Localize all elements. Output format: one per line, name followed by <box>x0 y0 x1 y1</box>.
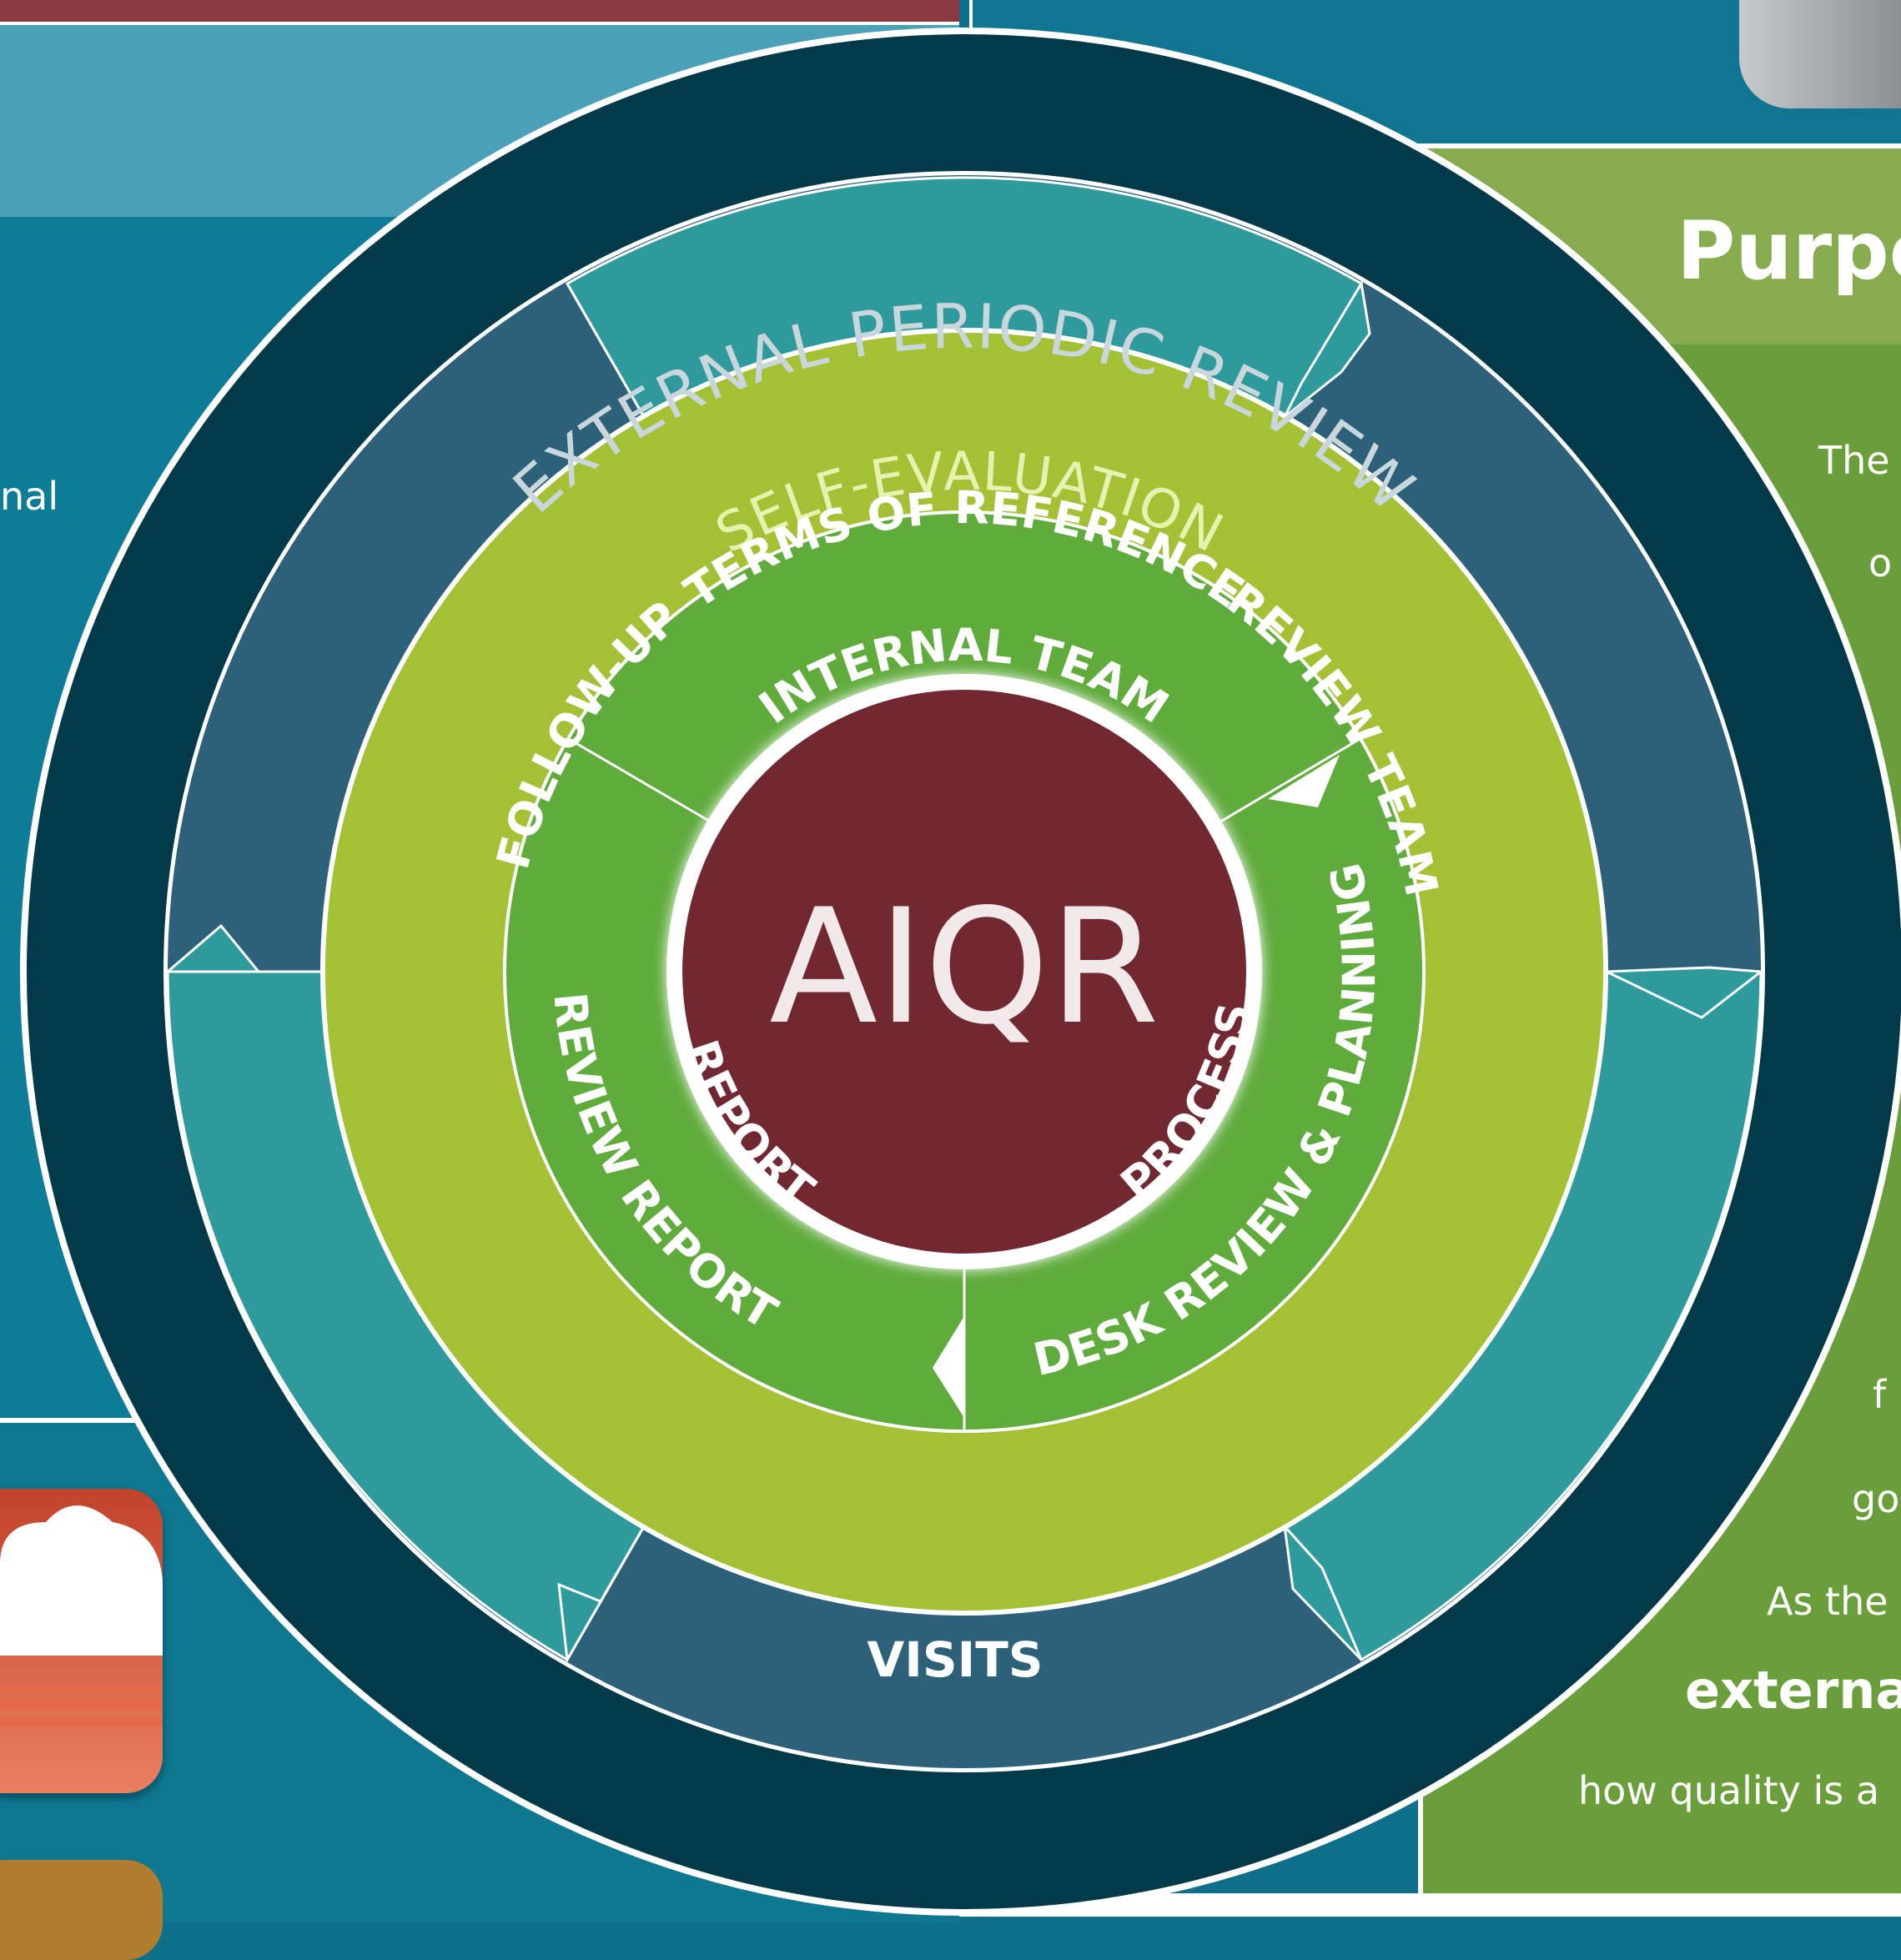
inner-stage-arrows <box>933 755 1340 1418</box>
purpose-line-2: o <box>1868 540 1893 585</box>
cloud-icon-graphic <box>0 1505 163 1726</box>
left-panel-text: nal <box>0 474 59 519</box>
stage-segments <box>166 176 1763 1662</box>
stage-arrow-notches <box>163 279 1764 1664</box>
purpose-line-1: The <box>1818 438 1890 483</box>
purpose-line-5: As the <box>1767 1579 1888 1624</box>
purpose-line-6: externa <box>1685 1660 1901 1721</box>
purpose-title: Purpo <box>1677 204 1901 298</box>
purpose-line-4: go <box>1852 1476 1900 1521</box>
cloud-document-icon[interactable] <box>0 1489 163 1793</box>
aiqr-center <box>682 690 1246 1254</box>
purpose-line-7: how quality is a <box>1578 1768 1880 1813</box>
monitor-stand-icon <box>1739 0 1901 108</box>
purpose-line-3: f <box>1873 1372 1887 1417</box>
stage-visits: VISITS <box>867 1631 1043 1688</box>
aiqr-cycle-diagram: AIQR EXTERNAL PERIODIC REVIEW SELF-EVALU… <box>20 28 1901 1916</box>
center-label: AIQR <box>769 875 1159 1059</box>
top-left-banner <box>0 0 959 25</box>
